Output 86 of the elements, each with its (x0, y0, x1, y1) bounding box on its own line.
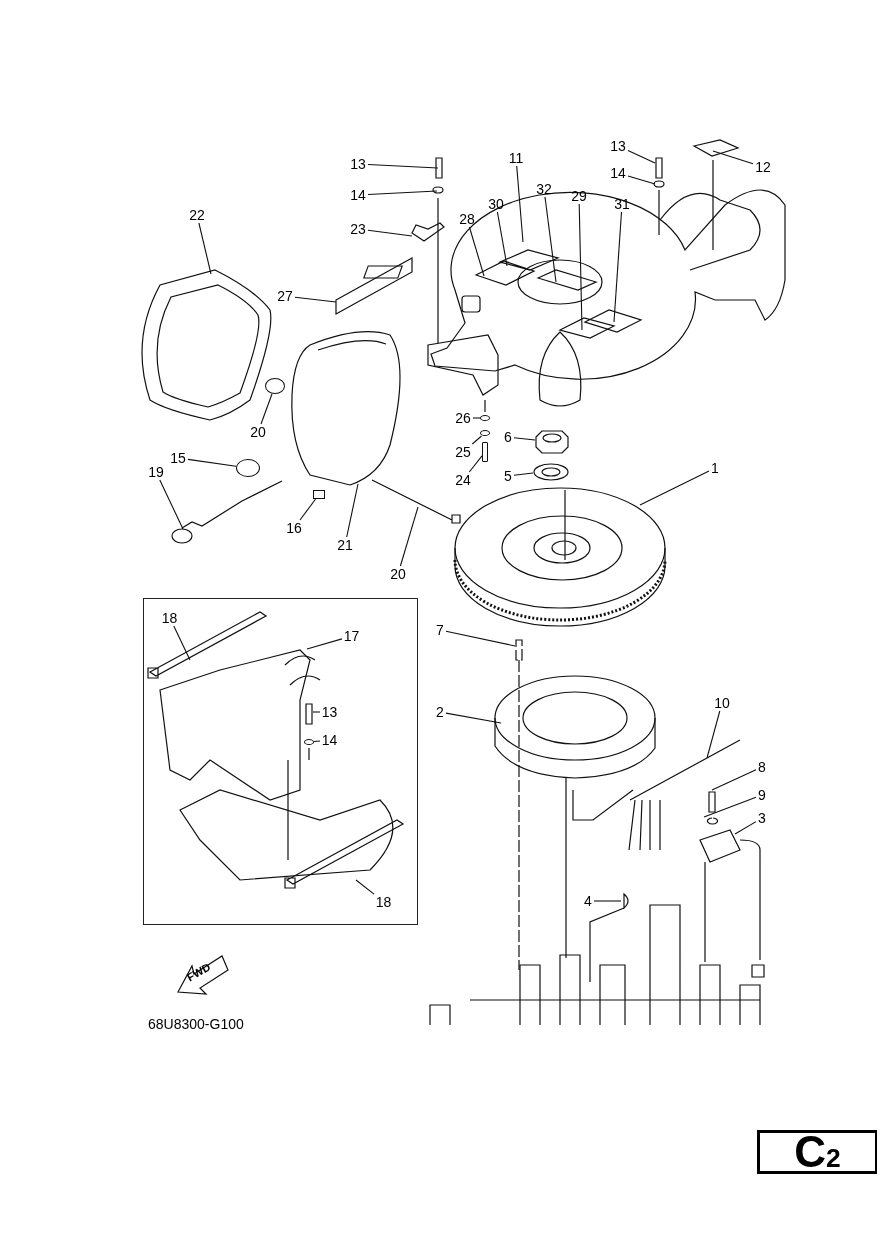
leader-line (472, 417, 481, 419)
leader-line (513, 437, 536, 441)
leader-line (496, 211, 508, 267)
callout-number: 31 (612, 196, 632, 212)
leader-line (513, 472, 534, 476)
leader-line (367, 229, 413, 237)
callout-number: 13 (608, 138, 628, 154)
cap (265, 378, 285, 394)
leader-line (516, 165, 524, 243)
leader-line (294, 296, 337, 303)
leader-line (703, 796, 757, 818)
cap (236, 459, 260, 477)
leader-line (187, 458, 237, 467)
callout-number: 32 (534, 181, 554, 197)
callout-number: 9 (756, 787, 768, 803)
leader-line (544, 196, 557, 283)
callout-number: 13 (348, 156, 368, 172)
leader-line (639, 470, 710, 506)
callout-number: 15 (168, 450, 188, 466)
callout-number: 17 (341, 627, 362, 644)
sticker (313, 490, 325, 499)
part-code-label: 68U8300-G100 (148, 1016, 244, 1032)
leader-line (468, 455, 483, 473)
callout-number: 18 (373, 893, 394, 910)
leader-line (711, 769, 757, 791)
callout-number: 4 (582, 893, 594, 909)
leader-line (173, 625, 191, 661)
callout-number: 26 (453, 410, 473, 426)
leader-line (593, 900, 622, 902)
leader-line (734, 821, 757, 835)
callout-number: 10 (712, 695, 732, 711)
leader-line (712, 150, 754, 165)
washer (480, 415, 490, 421)
callout-number: 20 (248, 424, 268, 440)
leader-line (312, 711, 321, 713)
callout-number: 8 (756, 759, 768, 775)
washer (480, 430, 490, 436)
leader-line (367, 190, 438, 196)
leader-line (578, 203, 583, 331)
leader-line (306, 638, 343, 650)
leader-line (627, 150, 656, 164)
leader-line (346, 483, 359, 538)
washer (303, 738, 314, 745)
callout-number: 16 (284, 520, 304, 536)
callout-number: 11 (506, 150, 526, 166)
callout-number: 24 (453, 472, 473, 488)
inset-frame (143, 598, 418, 925)
leader-line (468, 226, 485, 277)
callout-number: 25 (453, 444, 473, 460)
callout-number: 7 (434, 622, 446, 638)
callout-number: 3 (756, 810, 768, 826)
leader-line (313, 740, 321, 743)
leader-line (299, 498, 317, 521)
leader-line (367, 163, 439, 169)
bolt (482, 442, 488, 462)
callout-number: 12 (753, 159, 773, 175)
leader-line (198, 222, 212, 275)
callout-number: 18 (159, 609, 180, 626)
callout-number: 2 (434, 704, 446, 720)
leader-line (159, 479, 184, 530)
callout-number: 13 (319, 703, 340, 720)
callout-number: 27 (275, 288, 295, 304)
callout-number: 14 (348, 187, 368, 203)
callout-number: 19 (146, 464, 166, 480)
callout-number: 28 (457, 211, 477, 227)
callout-number: 20 (388, 566, 408, 582)
leader-line (706, 710, 721, 759)
leader-line (613, 211, 623, 323)
callout-number: 22 (187, 207, 207, 223)
leader-line (471, 435, 483, 445)
fwd-label: FWD (184, 960, 213, 984)
leader-line (260, 393, 273, 425)
callout-number: 30 (486, 196, 506, 212)
callout-number: 14 (608, 165, 628, 181)
leader-line (627, 175, 656, 185)
callout-number: 6 (502, 429, 514, 445)
callout-number: 23 (348, 221, 368, 237)
leader-line (445, 712, 502, 724)
leader-line (399, 506, 419, 567)
callout-number: 5 (502, 468, 514, 484)
callout-number: 29 (569, 188, 589, 204)
leader-line (445, 630, 516, 647)
callout-number: 21 (335, 537, 355, 553)
callout-number: 14 (319, 731, 340, 748)
callout-number: 1 (709, 460, 721, 476)
leader-line (355, 879, 375, 895)
